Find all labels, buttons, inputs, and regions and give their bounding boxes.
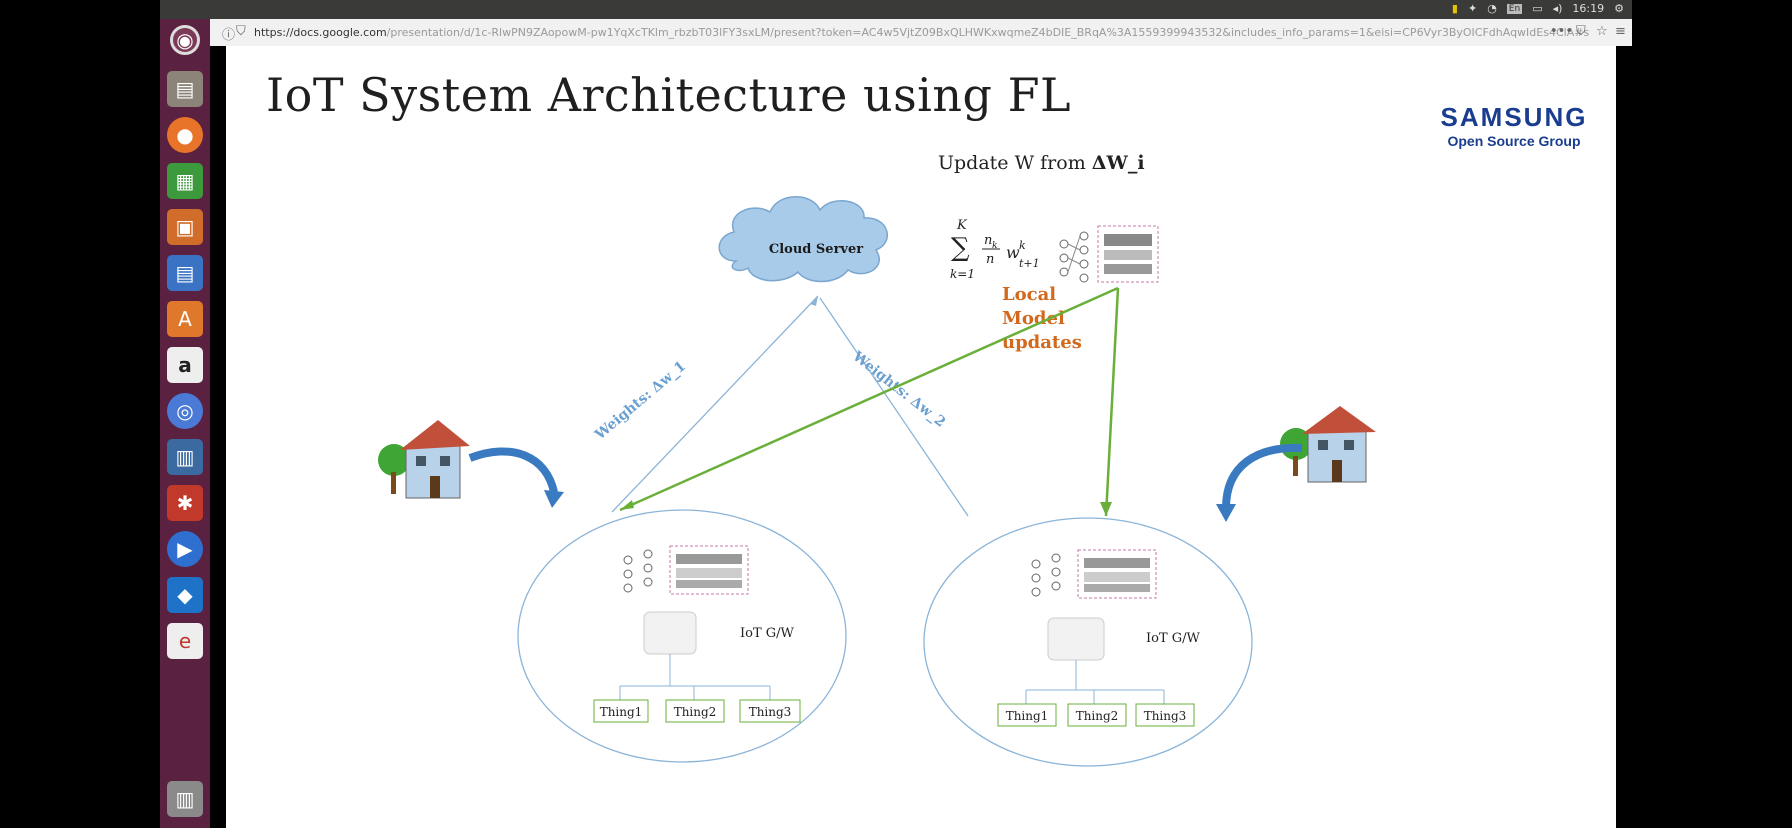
media-player-icon[interactable]: ▶ (167, 531, 203, 567)
svg-text:∑: ∑ (951, 233, 970, 263)
weights-left-label: Weights: Δw_1 (592, 358, 689, 443)
software-center-icon[interactable]: A (167, 301, 203, 337)
impress-icon[interactable]: ▣ (167, 209, 203, 245)
weight-link-right (819, 297, 969, 517)
gateway-cluster-right: IoT G/W Thing1 Thing2 Thing3 (923, 517, 1253, 767)
weights-right-label: Weights: Δw_2 (849, 348, 949, 431)
svg-text:t+1: t+1 (1019, 257, 1040, 270)
firefox-icon[interactable]: ● (167, 117, 203, 153)
unity-launcher: ◉ ▤ ● ▦ ▣ ▤ A a ◎ ▥ ✱ ▶ ◆ e ▥ (160, 19, 210, 828)
thing-label: Thing3 (1144, 709, 1187, 723)
global-model-thumbnail (1059, 225, 1159, 283)
info-icon[interactable]: ⓘ (222, 28, 236, 43)
ubuntu-dash-icon[interactable]: ◉ (170, 25, 200, 55)
trash-icon[interactable]: ▥ (167, 781, 203, 817)
cloud-server: Cloud Server (718, 196, 888, 283)
settings-icon[interactable]: ✱ (167, 485, 203, 521)
browser-url-bar: ⓘ ⛉ https://docs.google.com/presentation… (210, 19, 1632, 47)
gateway-cluster-left: IoT G/W Thing1 Thing2 Thing3 (517, 509, 847, 763)
calc-icon[interactable]: ▦ (167, 163, 203, 199)
svg-text:K: K (956, 218, 968, 233)
aggregation-formula: K ∑ k=1 n k n w k t+1 (950, 218, 1040, 281)
amazon-icon[interactable]: a (167, 347, 203, 383)
svg-text:w: w (1006, 243, 1020, 262)
model-update-link-right (1104, 287, 1120, 517)
pocket-icon[interactable]: ⛉ (1576, 24, 1586, 39)
thing-box-left-3 (739, 699, 801, 723)
architecture-diagram: Update W from ΔW_i Cloud Server K ∑ k=1 … (378, 152, 1376, 767)
house-right-icon (1216, 406, 1376, 522)
thing-box-right-2 (1067, 703, 1127, 727)
files-icon[interactable]: ▤ (167, 71, 203, 107)
system-top-bar: ▮ ✦ ◔ En ▭ ◂) 16:19 ⚙ (160, 0, 1632, 19)
thing-box-left-2 (665, 699, 725, 723)
cloud-server-label: Cloud Server (769, 242, 863, 257)
wifi-icon[interactable]: ◔ (1487, 2, 1497, 15)
pdf-viewer-icon[interactable]: e (167, 623, 203, 659)
gateway-label-right: IoT G/W (1146, 631, 1201, 646)
presentation-slide[interactable]: IoT System Architecture using FL SAMSUNG… (226, 46, 1616, 828)
volume-icon[interactable]: ◂) (1552, 2, 1563, 15)
brand-name: SAMSUNG (1440, 102, 1588, 132)
svg-text:k: k (992, 241, 997, 251)
thing-box-right-1 (997, 703, 1057, 727)
local-updates-line2: Model (1002, 308, 1065, 329)
slide-margin-right (1616, 46, 1792, 828)
virtualbox-icon[interactable]: ◆ (167, 577, 203, 613)
chromium-icon[interactable]: ◎ (167, 393, 203, 429)
bookmark-star-icon[interactable]: ☆ (1596, 24, 1608, 39)
shield-icon[interactable]: ⛉ (236, 24, 246, 39)
local-updates-line3: updates (1002, 332, 1082, 353)
samsung-logo: SAMSUNG Open Source Group (1434, 102, 1594, 149)
clock[interactable]: 16:19 (1572, 2, 1605, 15)
local-model-thumbnail-left (623, 545, 749, 595)
local-updates-line1: Local (1002, 284, 1056, 305)
thing-label: Thing1 (1006, 709, 1049, 723)
keyboard-layout-indicator[interactable]: En (1506, 3, 1523, 14)
thing-label: Thing2 (1076, 709, 1119, 723)
svg-text:n: n (984, 233, 992, 248)
gateway-device-left (643, 611, 697, 655)
battery-icon[interactable]: ▭ (1532, 2, 1543, 15)
system-monitor-icon[interactable]: ▥ (167, 439, 203, 475)
slide-margin-left (210, 46, 226, 828)
svg-text:k: k (1019, 239, 1026, 252)
slide-title: IoT System Architecture using FL (266, 68, 1072, 122)
thing-box-right-3 (1135, 703, 1195, 727)
page-actions-icon[interactable]: ••• (1550, 24, 1574, 39)
thing-label: Thing3 (749, 705, 792, 719)
writer-icon[interactable]: ▤ (167, 255, 203, 291)
menu-icon[interactable]: ≡ (1615, 24, 1626, 39)
local-model-thumbnail-right (1031, 549, 1157, 599)
system-tray: ▮ ✦ ◔ En ▭ ◂) 16:19 ⚙ (1452, 2, 1624, 15)
dropbox-icon[interactable]: ✦ (1467, 2, 1478, 15)
thing-label: Thing2 (674, 705, 717, 719)
gateway-label-left: IoT G/W (740, 626, 795, 641)
svg-text:n: n (986, 252, 994, 267)
house-left-icon (378, 420, 564, 508)
thing-label: Thing1 (600, 705, 643, 719)
model-update-link-left (619, 286, 1119, 512)
brand-subtitle: Open Source Group (1447, 133, 1581, 149)
weight-link-left (611, 295, 819, 513)
indicator-icon[interactable]: ▮ (1451, 2, 1458, 15)
gateway-device-right (1047, 617, 1105, 661)
thing-box-left-1 (593, 699, 649, 723)
url-field[interactable]: https://docs.google.com/presentation/d/1… (254, 26, 1590, 39)
power-gear-icon[interactable]: ⚙ (1614, 2, 1624, 15)
update-label: Update W from ΔW_i (938, 152, 1145, 174)
svg-text:k=1: k=1 (950, 267, 975, 281)
